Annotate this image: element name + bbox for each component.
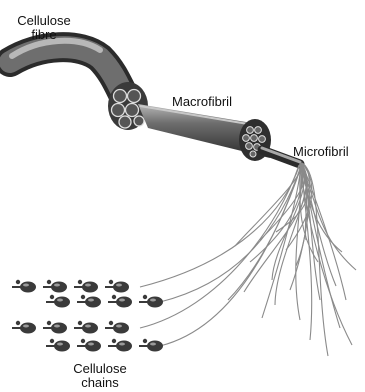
glucose-unit	[43, 321, 67, 334]
macrofibril-label: Macrofibril	[172, 95, 232, 109]
glucose-unit	[108, 339, 132, 352]
glucose-unit	[139, 295, 163, 308]
chain-strand	[140, 164, 300, 287]
microfibril-label: Microfibril	[293, 145, 349, 159]
macrofibril	[138, 104, 271, 161]
glucose-unit	[108, 295, 132, 308]
glucose-unit	[12, 321, 36, 334]
glucose-unit	[77, 295, 101, 308]
chain-strand	[160, 166, 301, 302]
glucose-unit	[139, 339, 163, 352]
cellulose-fibre	[10, 41, 124, 96]
glucose-unit	[46, 295, 70, 308]
glucose-unit	[74, 280, 98, 293]
glucose-unit	[46, 339, 70, 352]
glucose-unit	[105, 280, 129, 293]
glucose-unit	[105, 321, 129, 334]
glucose-unit	[43, 280, 67, 293]
microfibril-strand	[244, 164, 307, 292]
cellulose-strands	[140, 163, 356, 356]
cellulose-fibre-label: Cellulose fibre	[8, 14, 80, 42]
microfibril-strand	[262, 163, 301, 318]
glucose-unit	[12, 280, 36, 293]
cellulose-chains	[12, 280, 163, 352]
cellulose-chains-label: Cellulose chains	[68, 362, 132, 390]
glucose-unit	[77, 339, 101, 352]
glucose-unit	[74, 321, 98, 334]
